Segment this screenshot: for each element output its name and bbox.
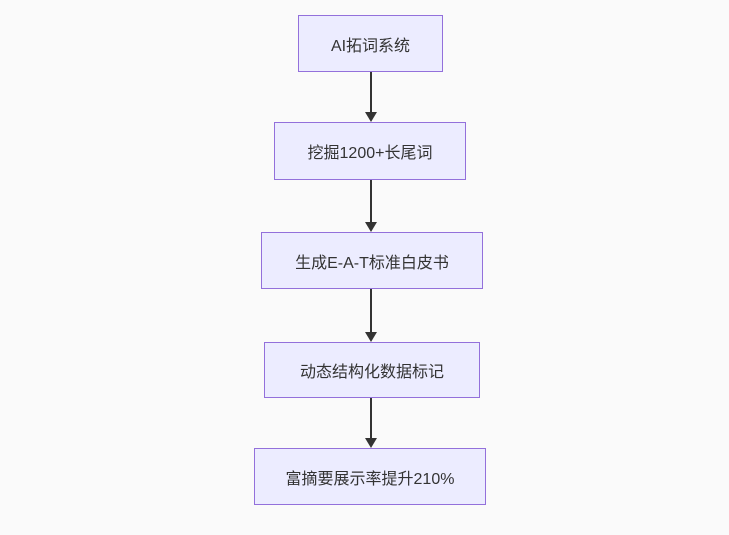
arrow-line xyxy=(370,180,372,222)
arrow-connector-2 xyxy=(365,180,377,232)
flowchart-node-generate-eat-whitepaper: 生成E-A-T标准白皮书 xyxy=(261,232,483,289)
flowchart-node-mine-longtail-keywords: 挖掘1200+长尾词 xyxy=(274,122,466,180)
arrow-connector-3 xyxy=(365,289,377,342)
arrow-line xyxy=(370,72,372,112)
arrow-line xyxy=(370,289,372,332)
flowchart-node-rich-snippet-rate-increase: 富摘要展示率提升210% xyxy=(254,448,486,505)
flowchart-node-ai-word-expansion-system: AI拓词系统 xyxy=(298,15,443,72)
arrow-line xyxy=(370,398,372,438)
arrow-connector-1 xyxy=(365,72,377,122)
arrow-down-icon xyxy=(365,222,377,232)
arrow-connector-4 xyxy=(365,398,377,448)
arrow-down-icon xyxy=(365,112,377,122)
flowchart-node-dynamic-structured-data-markup: 动态结构化数据标记 xyxy=(264,342,480,398)
arrow-down-icon xyxy=(365,332,377,342)
arrow-down-icon xyxy=(365,438,377,448)
